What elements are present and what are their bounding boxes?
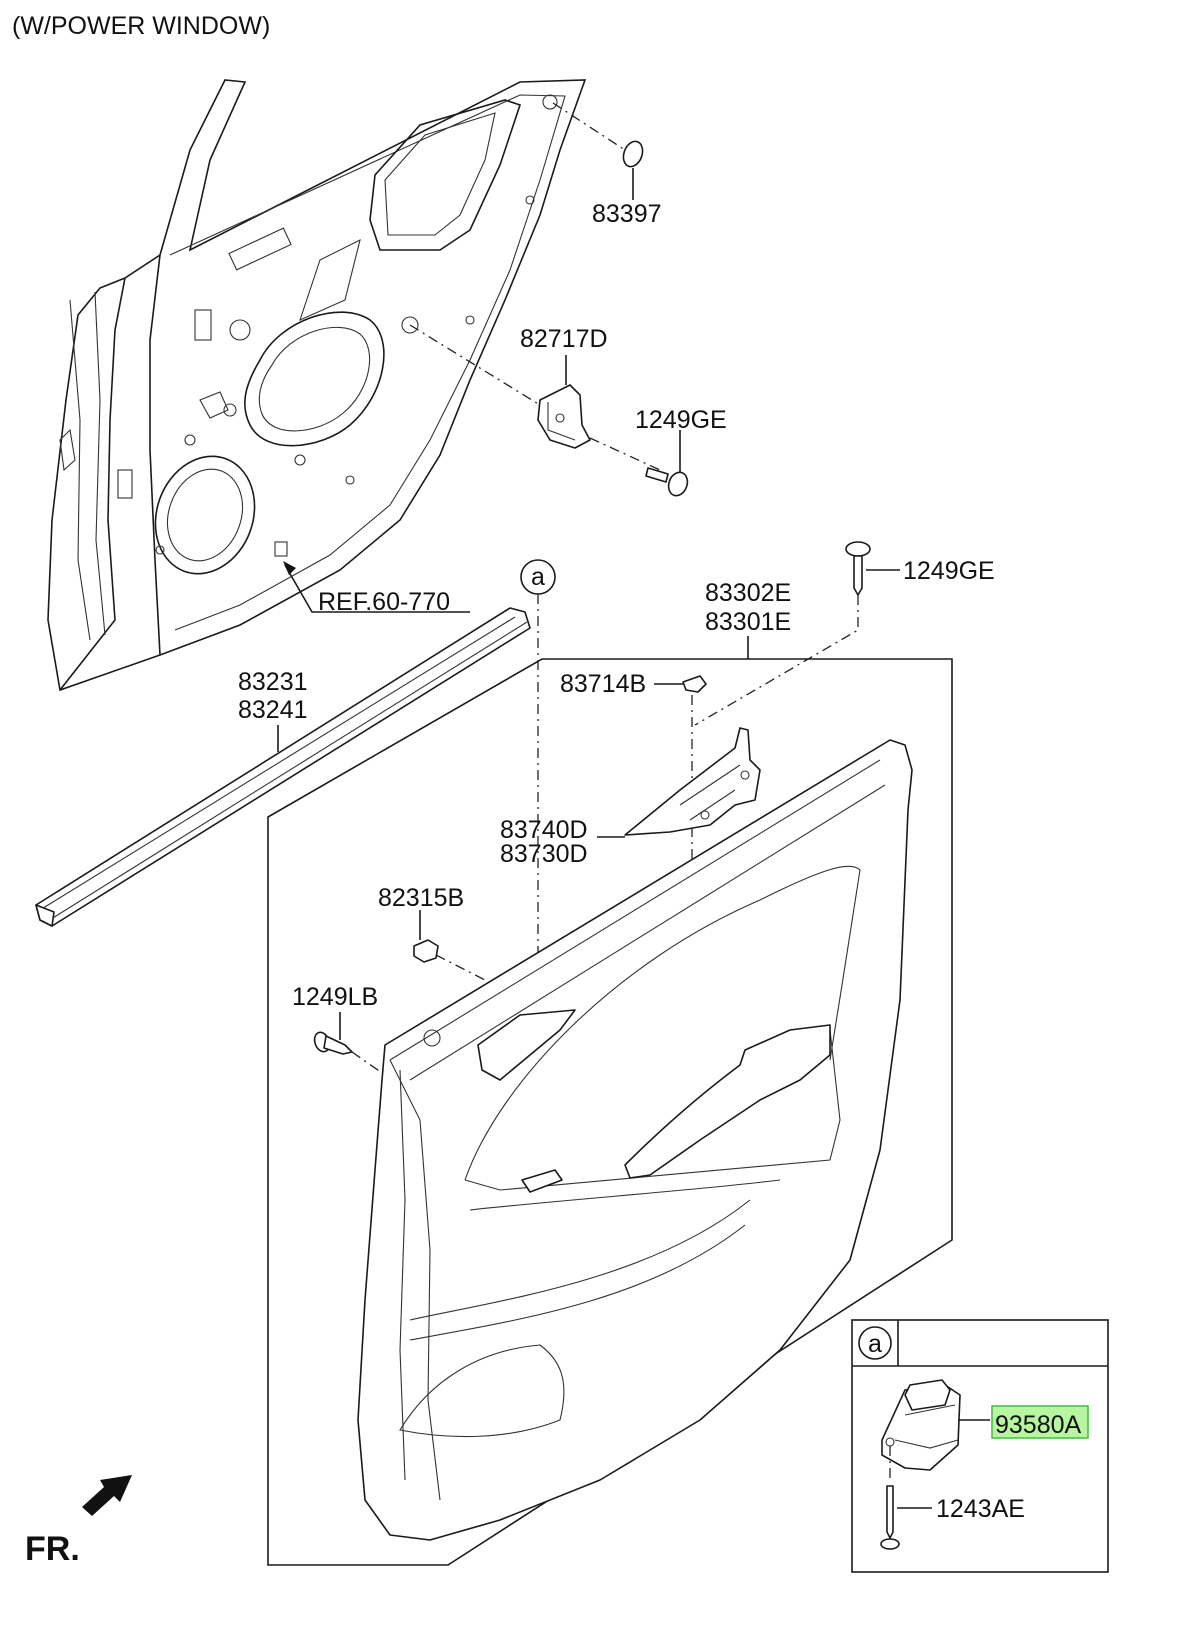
power-window-switch-93580A — [881, 1379, 990, 1480]
ref-label: REF.60-770 — [318, 588, 450, 616]
callout-83714B: 83714B — [560, 670, 646, 698]
callout-83231: 83231 — [238, 668, 308, 696]
callout-83302E: 83302E — [705, 579, 791, 607]
inset-marker-label: a — [868, 1330, 882, 1358]
callout-83301E: 83301E — [705, 608, 791, 636]
handle-bracket-83740D — [597, 727, 761, 838]
callout-1243AE: 1243AE — [936, 1495, 1025, 1523]
plug-83397 — [552, 102, 644, 200]
ref-arrow — [283, 561, 470, 613]
screw-1249LB — [313, 1012, 386, 1076]
clip-82315B — [413, 910, 486, 981]
front-direction-arrow — [82, 1475, 132, 1516]
detail-inset-box — [851, 1319, 1109, 1573]
door-inner-panel — [47, 79, 587, 692]
clip-83714B — [654, 675, 707, 1115]
screw-1249GE-lower — [694, 541, 900, 726]
callout-83397: 83397 — [592, 200, 662, 228]
callout-83241: 83241 — [238, 696, 308, 724]
detail-marker-label: a — [531, 563, 545, 591]
callout-83730D: 83730D — [500, 840, 588, 868]
bracket-82717D — [409, 324, 661, 471]
callout-82315B: 82315B — [378, 884, 464, 912]
callout-1249GE-lower: 1249GE — [903, 557, 995, 585]
screw-1243AE — [880, 1485, 932, 1550]
panel-group-frame — [267, 658, 953, 1566]
callout-93580A[interactable]: 93580A — [995, 1411, 1082, 1439]
diagram-title: (W/POWER WINDOW) — [12, 12, 270, 40]
part-highlight — [991, 1405, 1089, 1439]
callout-1249GE-upper: 1249GE — [635, 406, 727, 434]
door-trim-panel — [357, 739, 913, 1541]
detail-marker-a — [520, 559, 556, 1170]
screw-1249GE-upper — [645, 430, 689, 497]
weatherstrip-83231 — [35, 607, 531, 927]
callout-82717D: 82717D — [520, 325, 608, 353]
callout-1249LB: 1249LB — [292, 983, 378, 1011]
callout-83740D: 83740D — [500, 816, 588, 844]
front-label: FR. — [25, 1530, 80, 1568]
